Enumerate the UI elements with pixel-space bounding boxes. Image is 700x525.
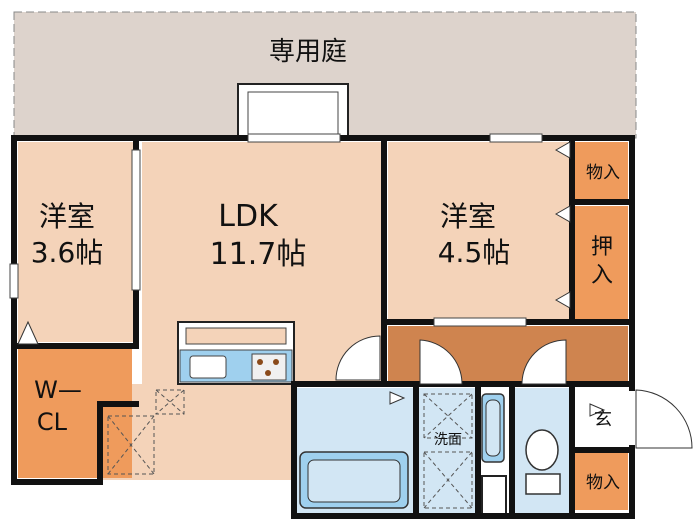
door-right-room [433,317,527,327]
western-room-left-floor [18,142,136,342]
stove-icon [251,353,287,381]
entrance-floor [574,388,628,448]
window-left-room [9,263,19,299]
ldk-lower-floor [100,384,294,480]
door-swing-wcl [17,320,39,345]
window-right-room [489,133,543,143]
western-room-left-size: 3.6帖 [31,236,104,269]
walk-in-closet-floor [18,346,132,478]
western-room-left-name: 洋室 [39,200,95,233]
window-ldk [247,133,341,143]
door-swing-ldk [335,335,381,381]
toilet-icon [525,429,559,471]
door-swing-washroom [419,339,463,385]
entrance-label: 玄 [594,409,612,430]
door-swing-entrance [635,389,693,449]
garden-label: 専用庭 [269,37,347,67]
kitchen-sink-icon [189,355,227,379]
wcl-label-2: CL [37,408,68,436]
storage-bottom-label: 物入 [586,473,620,493]
wcl-label-1: W— [34,376,82,404]
fridge-space [107,415,155,475]
ldk-name: LDK [218,199,279,234]
ldk-size: 11.7帖 [210,237,307,272]
door-swing-toilet [521,339,567,385]
window-inner-ldk [131,149,141,291]
washer-space [423,393,473,439]
closet-label-2: 入 [591,263,613,288]
closet-floor [574,206,628,320]
western-room-right-floor [388,142,572,320]
washroom-label: 洗面 [434,432,462,448]
western-room-right-name: 洋室 [440,200,496,233]
storage-bottom-floor [574,452,628,510]
closet-label-1: 押 [591,235,613,260]
storage-top-floor [574,142,628,200]
storage-top-label: 物入 [586,163,620,183]
western-room-right-size: 4.5帖 [438,236,511,269]
